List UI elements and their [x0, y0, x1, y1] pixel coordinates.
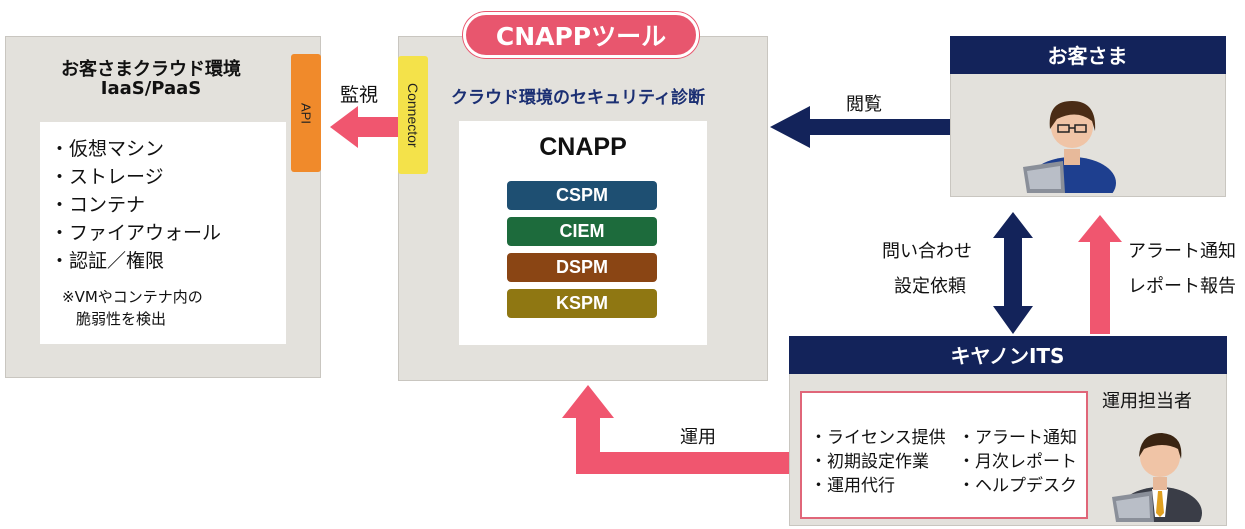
- operation-label: 運用: [680, 427, 716, 448]
- customer-person-icon: [1023, 101, 1116, 193]
- operation-arrow: [562, 385, 798, 474]
- connector-label: Connector: [405, 82, 421, 148]
- cloud-item: ・ストレージ: [50, 166, 164, 188]
- view-label: 閲覧: [846, 94, 882, 115]
- dspm-layer: DSPM: [507, 253, 657, 282]
- service-item: ・アラート通知: [958, 428, 1077, 448]
- kspm-layer: KSPM: [507, 289, 657, 318]
- cloud-note-line2: 脆弱性を検出: [76, 310, 167, 328]
- cloud-item: ・認証／権限: [50, 250, 165, 272]
- cloud-title-line1: お客さまクラウド環境: [61, 59, 241, 80]
- cnapp-subtitle: クラウド環境のセキュリティ診断: [451, 88, 705, 108]
- customer-header-label: お客さま: [1047, 44, 1128, 68]
- inquiry-arrow: [993, 212, 1033, 334]
- cnapp-heading: CNAPP: [539, 133, 627, 161]
- cloud-resource-list: ・仮想マシン ・ストレージ ・コンテナ ・ファイアウォール ・認証／権限 ※VM…: [40, 122, 286, 344]
- cnapp-tool-panel: クラウド環境のセキュリティ診断 CNAPP CSPM CIEM DSPM KSP…: [398, 36, 768, 381]
- service-item: ・ライセンス提供: [810, 428, 946, 448]
- inquiry-label-line1: 問い合わせ: [882, 241, 972, 262]
- staff-person-icon: [1112, 433, 1202, 522]
- alert-label-line1: アラート通知: [1128, 241, 1236, 262]
- service-item: ・初期設定作業: [810, 452, 929, 472]
- canon-its-header: キヤノンITS: [788, 335, 1227, 374]
- cloud-item: ・コンテナ: [50, 194, 146, 216]
- alert-label-line2: レポート報告: [1128, 276, 1236, 297]
- monitor-label: 監視: [340, 84, 379, 106]
- customer-cloud-panel: お客さまクラウド環境 IaaS/PaaS ・仮想マシン ・ストレージ ・コンテナ…: [5, 36, 321, 378]
- canon-its-panel: キヤノンITS ・ライセンス提供 ・初期設定作業 ・運用代行 ・アラート通知 ・…: [788, 335, 1227, 526]
- cloud-title-line2: IaaS/PaaS: [100, 78, 202, 99]
- customer-panel: お客さま: [949, 35, 1226, 197]
- cnapp-inner-panel: CNAPP CSPM CIEM DSPM KSPM: [459, 121, 707, 345]
- cloud-item: ・ファイアウォール: [50, 222, 222, 244]
- service-list-box: ・ライセンス提供 ・初期設定作業 ・運用代行 ・アラート通知 ・月次レポート ・…: [800, 391, 1088, 519]
- customer-header: お客さま: [949, 35, 1226, 74]
- view-arrow: [770, 106, 950, 148]
- api-label: API: [298, 102, 314, 124]
- cnapp-tool-badge: CNAPPツール: [463, 12, 699, 58]
- monitor-arrow: [330, 106, 398, 148]
- service-item: ・運用代行: [810, 476, 895, 496]
- alert-arrow: [1078, 215, 1122, 334]
- staff-label: 運用担当者: [1102, 391, 1192, 412]
- canon-its-header-label: キヤノンITS: [950, 344, 1065, 368]
- api-tab: API: [291, 54, 321, 172]
- connector-tab: Connector: [398, 56, 428, 174]
- service-item: ・ヘルプデスク: [958, 476, 1077, 496]
- cnapp-tool-badge-label: CNAPPツール: [495, 22, 667, 51]
- ciem-layer: CIEM: [507, 217, 657, 246]
- cloud-note-line1: ※VMやコンテナ内の: [62, 288, 203, 306]
- cloud-item: ・仮想マシン: [50, 138, 165, 160]
- service-item: ・月次レポート: [958, 452, 1077, 472]
- cspm-layer: CSPM: [507, 181, 657, 210]
- inquiry-label-line2: 設定依頼: [894, 276, 966, 297]
